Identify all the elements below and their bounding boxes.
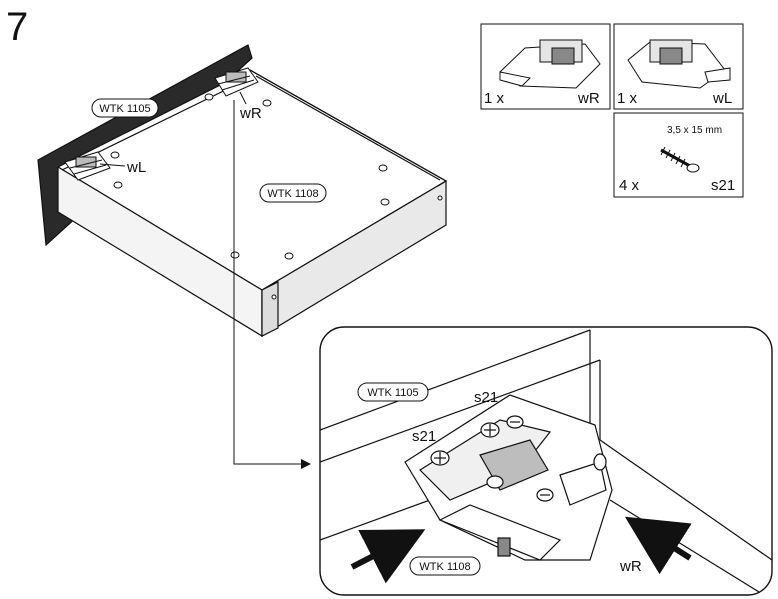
drawer-illustration (37, 44, 448, 338)
svg-text:1 x: 1 x (484, 90, 505, 107)
svg-text:4 x: 4 x (619, 177, 640, 194)
clip-wr-icon (499, 39, 601, 89)
drawer-holes (110, 93, 443, 300)
label-left-clip: wL (126, 159, 146, 176)
svg-text:3,5 x 15 mm: 3,5 x 15 mm (667, 125, 722, 136)
detail-label-screw-b: s21 (412, 428, 436, 445)
drawer-clip-right (214, 67, 259, 97)
detail-label-clip: wR (619, 558, 642, 575)
label-right-clip: wR (239, 105, 262, 122)
tag-drawer-bottom: WTK 1108 (259, 183, 327, 203)
svg-text:s21: s21 (711, 177, 735, 194)
detail-screw-4 (536, 488, 554, 502)
drawer-clip-left (64, 151, 111, 181)
svg-text:wR: wR (577, 90, 600, 107)
svg-text:WTK 1108: WTK 1108 (267, 188, 318, 200)
detail-tag-bottom: WTK 1108 (409, 556, 481, 576)
detail-leader-line (233, 100, 311, 469)
parts-box-wl: 1 x wL (613, 23, 744, 110)
detail-screw-3 (506, 415, 524, 429)
screw-icon (660, 146, 700, 173)
step-number: 7 (6, 5, 28, 49)
parts-box-wr: 1 x wR (480, 23, 611, 110)
svg-text:WTK 1108: WTK 1108 (419, 561, 470, 573)
push-arrow-right (624, 516, 692, 575)
svg-text:WTK 1105: WTK 1105 (99, 103, 150, 115)
tag-drawer-front: WTK 1105 (91, 98, 159, 118)
detail-screw-1 (430, 450, 450, 466)
svg-text:wL: wL (712, 90, 732, 107)
detail-tag-front: WTK 1105 (357, 382, 429, 402)
parts-box-s21: 3,5 x 15 mm 4 x s21 (613, 112, 744, 198)
detail-label-screw-a: s21 (474, 389, 498, 406)
svg-text:WTK 1105: WTK 1105 (367, 387, 418, 399)
clip-wl-icon (627, 39, 731, 89)
detail-screw-2 (480, 422, 500, 438)
detail-zoom: WTK 1105 WTK 1108 s21 s21 wR (319, 326, 773, 596)
svg-text:1 x: 1 x (617, 90, 638, 107)
push-arrow-left (350, 529, 426, 584)
leader-right-clip (239, 91, 247, 105)
leader-left-clip (99, 163, 126, 167)
